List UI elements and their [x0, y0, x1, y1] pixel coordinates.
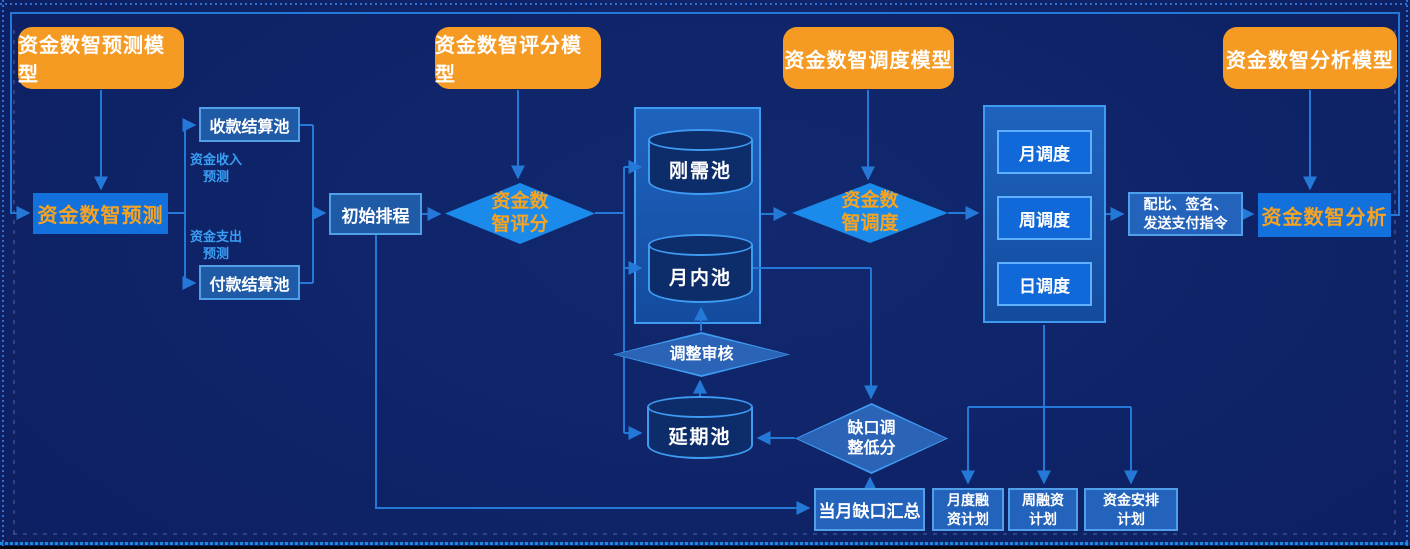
receipt-pool-box: 收款结算池: [199, 107, 300, 142]
week-dispatch-box: 周调度: [997, 196, 1092, 240]
month-pool-label: 月内池: [668, 267, 732, 289]
month-dispatch-box: 月调度: [997, 130, 1092, 174]
model-box-score-label: 资金数智评分模型: [435, 35, 582, 86]
model-box-dispatch: 资金数智调度模型: [783, 27, 954, 89]
inner-dashed-bottom: [13, 533, 1396, 535]
month-pool-cylinder: 月内池: [648, 234, 753, 303]
payment-pool-label: 付款结算池: [209, 276, 290, 294]
initial-schedule-box: 初始排程: [329, 193, 422, 235]
match-sign-box: 配比、签名、发送支付指令: [1128, 192, 1243, 236]
week-dispatch-label: 周调度: [1019, 210, 1070, 230]
review-diamond: 调整审核: [613, 332, 790, 377]
bottom-black-strip: [0, 546, 1410, 549]
day-dispatch-box: 日调度: [997, 262, 1092, 306]
expense-forecast-label: 资金支出预测: [189, 229, 242, 261]
model-box-analysis-label: 资金数智分析模型: [1226, 49, 1394, 72]
defer-pool-label: 延期池: [668, 426, 732, 448]
analysis-node-label: 资金数智分析: [1261, 206, 1388, 229]
rigid-pool-label: 刚需池: [668, 161, 732, 182]
forecast-node-label: 资金数智预测: [37, 205, 164, 227]
model-box-forecast-label: 资金数智预测模型: [18, 35, 165, 86]
income-forecast-label: 资金收入预测: [189, 152, 242, 184]
month-dispatch-label: 月调度: [1019, 144, 1070, 164]
left-dotted-border: [2, 0, 4, 549]
model-box-dispatch-label: 资金数智调度模型: [784, 49, 953, 72]
right-dotted-border: [1406, 0, 1408, 549]
rigid-pool-cylinder: 刚需池: [648, 129, 753, 195]
bottom-dotted-band: [0, 542, 1410, 545]
defer-pool-cylinder: 延期池: [647, 396, 753, 459]
gap-summary-label: 当月缺口汇总: [818, 502, 921, 521]
gap-diamond: 缺口调整低分: [795, 403, 948, 474]
receipt-pool-label: 收款结算池: [209, 118, 290, 136]
inner-dashed-left: [13, 30, 15, 535]
payment-pool-box: 付款结算池: [199, 265, 300, 300]
model-box-score: 资金数智评分模型: [435, 27, 601, 89]
gap-summary-box: 当月缺口汇总: [814, 488, 925, 531]
review-diamond-label: 调整审核: [669, 345, 734, 363]
plan-month-box: 月度融资计划: [932, 488, 1004, 531]
plan-week-box: 周融资计划: [1008, 488, 1078, 531]
initial-schedule-label: 初始排程: [341, 206, 410, 226]
model-box-analysis: 资金数智分析模型: [1223, 27, 1397, 89]
model-box-forecast: 资金数智预测模型: [18, 27, 184, 89]
inner-dashed-right: [1394, 30, 1396, 535]
plan-arrange-box: 资金安排计划: [1084, 488, 1178, 531]
forecast-node: 资金数智预测: [33, 193, 168, 234]
analysis-node: 资金数智分析: [1258, 193, 1391, 237]
day-dispatch-label: 日调度: [1019, 276, 1070, 296]
top-dotted-border: [0, 3, 1410, 5]
